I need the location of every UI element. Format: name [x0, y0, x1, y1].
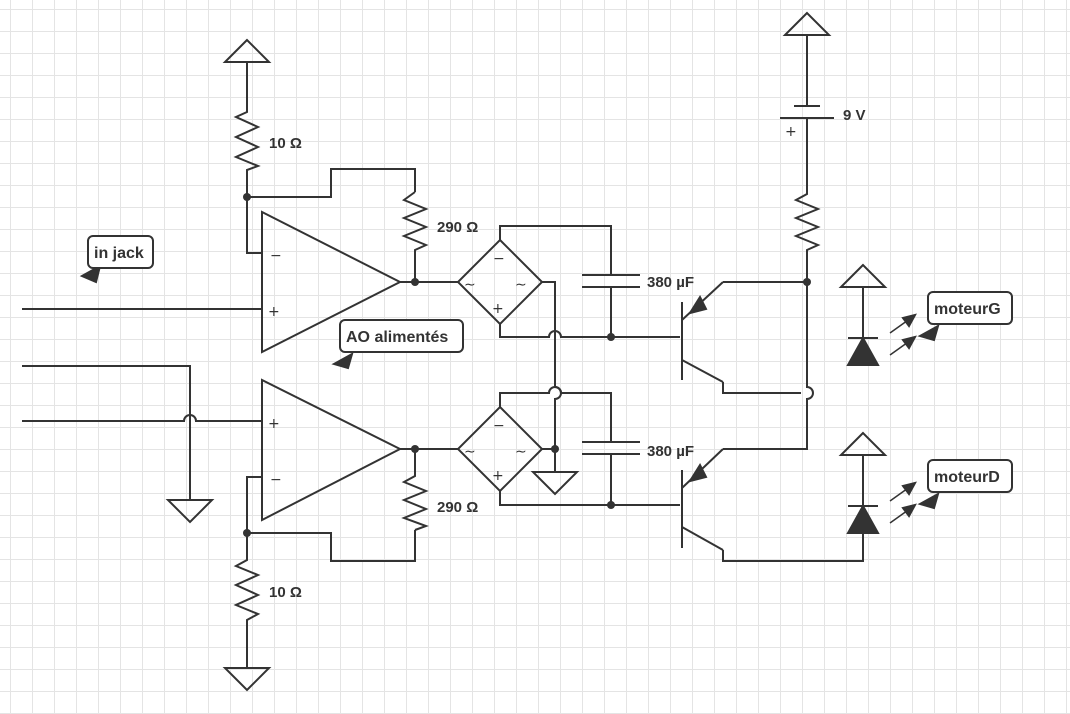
wire-input-bottom: [22, 414, 262, 422]
bridge-rectifier-bottom: ∼ ∼ − +: [456, 405, 544, 493]
resistor-10-ohm-bottom: [233, 533, 261, 668]
wire-bridge-top-upper: [499, 225, 612, 275]
power-arrow-top-right: [782, 11, 832, 106]
junction-dot: [411, 278, 419, 286]
ground-bottom: [222, 667, 272, 692]
callout-moteurg-text: moteurG: [934, 301, 1001, 318]
power-arrow-led-top: [838, 263, 888, 338]
resistor-290-ohm-bottom: [401, 449, 429, 531]
wire-bridge-top-lower: [499, 324, 680, 338]
wire-supply-bus: [723, 282, 814, 450]
ground-center: [530, 471, 580, 496]
wire-transistor-bottom-emitter: [722, 533, 864, 562]
junction-dot: [551, 445, 559, 453]
opamp-bottom-plus: +: [268, 416, 280, 432]
led-moteurd: [846, 503, 880, 534]
transistor-bottom: [681, 448, 724, 551]
bridge-rectifier-top: ∼ ∼ − +: [456, 238, 544, 326]
wire-bridge-bottom-lower: [499, 491, 680, 506]
transistor-top: [681, 281, 724, 383]
callout-ao-alimentes-text: AO alimentés: [346, 329, 448, 346]
label-380uf-bottom: 380 µF: [647, 443, 694, 460]
wire-opamp-top-minus: [246, 197, 262, 254]
battery-9v: +: [780, 105, 834, 188]
label-290-ohm-bottom: 290 Ω: [437, 499, 478, 516]
callout-ao-alimentes[interactable]: AO alimentés: [331, 319, 464, 370]
opamp-bottom: [261, 378, 403, 522]
callout-moteurd[interactable]: moteurD: [917, 459, 1013, 510]
wire-input-ground: [22, 365, 191, 500]
svg-text:+: +: [785, 124, 797, 140]
wire-ground-bus: [554, 330, 562, 472]
svg-text:−: −: [493, 418, 505, 434]
power-arrow-top-left: [222, 38, 272, 106]
junction-dot: [411, 445, 419, 453]
wire-bridge-top-right: [542, 281, 556, 330]
label-10-ohm-bottom: 10 Ω: [269, 584, 302, 601]
led-arrows-bottom: [889, 481, 917, 524]
svg-text:+: +: [492, 301, 504, 317]
callout-in-jack[interactable]: in jack: [79, 235, 154, 284]
opamp-top-plus: +: [268, 304, 280, 320]
capacitor-380uf-bottom: [582, 441, 640, 505]
wire-opamp-bottom-minus: [246, 476, 262, 533]
callout-in-jack-text: in jack: [94, 245, 144, 262]
led-moteurg: [846, 335, 880, 366]
resistor-10-ohm-top: [233, 106, 261, 197]
svg-text:∼: ∼: [515, 277, 527, 293]
wire-feedback-bottom: [247, 530, 416, 562]
label-9v: 9 V: [843, 107, 866, 124]
callout-moteurd-text: moteurD: [934, 469, 1000, 486]
opamp-top: [261, 210, 403, 354]
ground-left: [165, 499, 215, 524]
opamp-bottom-minus: −: [270, 472, 282, 488]
power-arrow-led-bottom: [838, 431, 888, 506]
led-arrows-top: [889, 313, 917, 356]
svg-text:+: +: [492, 468, 504, 484]
resistor-collector: [793, 188, 821, 282]
capacitor-380uf-top: [582, 274, 640, 337]
opamp-top-minus: −: [270, 248, 282, 264]
label-290-ohm-top: 290 Ω: [437, 219, 478, 236]
svg-text:∼: ∼: [464, 444, 476, 460]
junction-dot: [607, 333, 615, 341]
wire-transistor-top-emitter: [722, 382, 801, 394]
wire-feedback-top: [247, 168, 416, 198]
callout-moteurg[interactable]: moteurG: [917, 291, 1013, 342]
svg-text:∼: ∼: [515, 444, 527, 460]
resistor-290-ohm-top: [401, 191, 429, 282]
svg-text:∼: ∼: [464, 277, 476, 293]
junction-dot: [607, 501, 615, 509]
label-10-ohm-top: 10 Ω: [269, 135, 302, 152]
label-380uf-top: 380 µF: [647, 274, 694, 291]
svg-text:−: −: [493, 251, 505, 267]
